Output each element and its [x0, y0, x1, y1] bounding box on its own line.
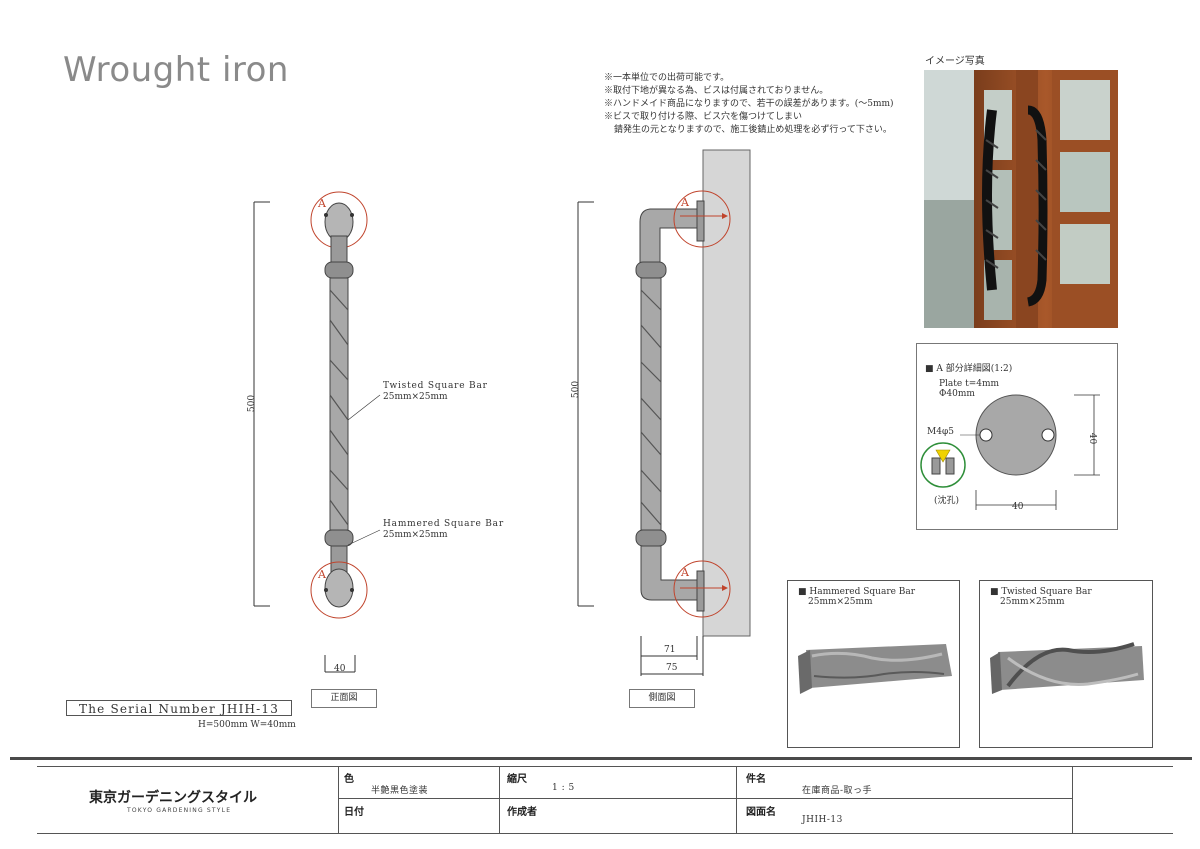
- side-label-a-bottom: A: [681, 566, 689, 579]
- hammered-panel-head: ■ Hammered Square Bar 25mm×25mm: [798, 587, 915, 607]
- detail-diameter: Φ40mm: [939, 389, 975, 399]
- detail-plate: Plate t=4mm: [939, 379, 1000, 389]
- author-caption: 作成者: [507, 807, 537, 818]
- company-logo-sub: TOKYO GARDENING STYLE: [127, 807, 232, 814]
- note-line: 錆発生の元となりますので、施工後錆止め処理を必ず行って下さい。: [614, 125, 892, 135]
- detail-screw: M4φ5: [927, 427, 954, 437]
- drawing-value: JHIH-13: [802, 815, 843, 825]
- detail-dim-vertical: 40: [1087, 432, 1098, 445]
- hammered-panel-size: 25mm×25mm: [808, 597, 873, 607]
- side-dim-75: 75: [666, 663, 678, 673]
- hammered-label-size: 25mm×25mm: [383, 530, 448, 540]
- date-caption: 日付: [344, 807, 364, 818]
- note-line: ※ビスで取り付ける際、ビス穴を傷つけてしまい: [604, 112, 803, 122]
- twisted-label-name: Twisted Square Bar: [383, 381, 488, 391]
- side-label-a-top: A: [681, 196, 689, 209]
- scale-value: 1 : 5: [552, 783, 575, 793]
- hammered-bar-panel: ■ Hammered Square Bar 25mm×25mm: [787, 580, 960, 748]
- company-logo: 東京ガーデニングスタイル: [89, 790, 257, 806]
- technical-drawing: [253, 149, 1100, 676]
- item-value: 在庫商品-取っ手: [802, 786, 873, 796]
- twisted-bar-image: [990, 642, 1144, 694]
- serial-size: H=500mm W=40mm: [198, 720, 296, 730]
- serial-number: The Serial Number JHIH-13: [66, 700, 292, 716]
- twisted-label: Twisted Square Bar 25mm×25mm: [383, 381, 488, 403]
- front-view-label: 正面図: [311, 689, 377, 708]
- color-caption: 色: [344, 774, 354, 785]
- footer-rule: [10, 757, 1192, 760]
- notes-block: ※一本単位での出荷可能です。 ※取付下地が異なる為、ビスは付属されておりません。…: [604, 72, 934, 137]
- detail-dim-horizontal: 40: [1012, 502, 1024, 512]
- hammered-label: Hammered Square Bar 25mm×25mm: [383, 519, 504, 541]
- page-title: Wrought iron: [63, 50, 289, 90]
- twisted-panel-title: ■ Twisted Square Bar: [990, 587, 1092, 597]
- detail-drawing: [920, 394, 1100, 510]
- detail-title: ■ A 部分詳細図(1:2): [925, 364, 1013, 374]
- scale-caption: 縮尺: [507, 774, 527, 785]
- hammered-bar-image: [798, 644, 952, 694]
- front-label-a-bottom: A: [318, 568, 326, 581]
- twisted-panel-head: ■ Twisted Square Bar 25mm×25mm: [990, 587, 1092, 607]
- side-dim-71: 71: [664, 645, 676, 655]
- front-width-dim: 40: [334, 664, 346, 674]
- item-caption: 件名: [746, 774, 766, 785]
- side-view-drawing: [577, 149, 751, 676]
- title-block: 東京ガーデニングスタイル TOKYO GARDENING STYLE 色 半艶黒…: [37, 766, 1173, 834]
- note-line: ※ハンドメイド商品になりますので、若干の誤差があります。(〜5mm): [604, 99, 894, 109]
- color-value: 半艶黒色塗装: [371, 786, 429, 796]
- front-height-dim: 500: [247, 394, 258, 413]
- detail-panel: ■ A 部分詳細図(1:2) Plate t=4mm Φ40mm M4φ5 (沈…: [916, 343, 1118, 530]
- side-height-dim: 500: [571, 380, 582, 399]
- front-view-drawing: [253, 191, 381, 673]
- detail-countersink: (沈孔): [934, 496, 960, 506]
- photo-label: イメージ写真: [925, 56, 985, 67]
- note-line: ※取付下地が異なる為、ビスは付属されておりません。: [604, 86, 829, 96]
- side-view-label: 側面図: [629, 689, 695, 708]
- twisted-panel-size: 25mm×25mm: [1000, 597, 1065, 607]
- twisted-bar-panel: ■ Twisted Square Bar 25mm×25mm: [979, 580, 1153, 748]
- hammered-panel-title: ■ Hammered Square Bar: [798, 587, 916, 597]
- drawing-caption: 図面名: [746, 807, 776, 818]
- product-photo: [924, 70, 1118, 328]
- hammered-label-name: Hammered Square Bar: [383, 519, 504, 529]
- note-line: ※一本単位での出荷可能です。: [604, 73, 730, 83]
- front-label-a-top: A: [318, 197, 326, 210]
- twisted-label-size: 25mm×25mm: [383, 392, 448, 402]
